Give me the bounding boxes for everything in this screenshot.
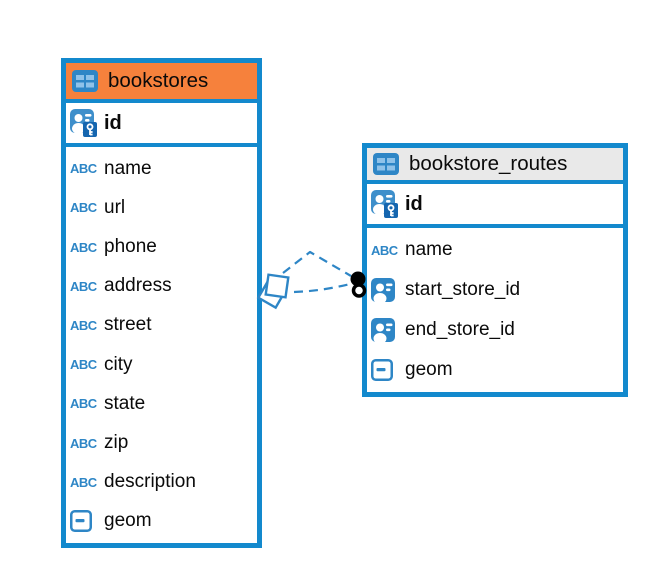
geometry-icon [371, 359, 399, 381]
text-type-icon: ABC [70, 396, 97, 412]
table-title: bookstores [108, 69, 209, 92]
field-row-geom[interactable]: geom [66, 502, 257, 541]
field-name-label: url [104, 196, 126, 218]
field-row-name[interactable]: ABC name [367, 230, 623, 270]
field-name-label: zip [104, 432, 129, 454]
primary-key-label: id [405, 192, 423, 215]
field-name-label: start_store_id [405, 279, 521, 300]
primary-key-icon [371, 190, 399, 218]
field-name-label: street [104, 314, 152, 336]
text-type-icon: ABC [70, 278, 97, 294]
text-type-icon: ABC [70, 239, 97, 255]
table-bookstore-routes[interactable]: bookstore_routes id ABC name start_store_i… [362, 143, 628, 397]
field-row-description[interactable]: ABC description [66, 463, 257, 502]
field-name-label: phone [104, 236, 157, 257]
geometry-icon [70, 510, 98, 533]
field-name-label: geom [405, 359, 453, 380]
field-row-geom[interactable]: geom [367, 350, 623, 390]
target-marker-dots-icon[interactable] [350, 271, 367, 298]
field-row-phone[interactable]: ABC phone [66, 227, 257, 266]
reference-icon [371, 278, 399, 302]
primary-key-row[interactable]: id [367, 184, 623, 228]
ring-dot-icon[interactable] [351, 283, 367, 298]
text-type-icon: ABC [70, 357, 97, 373]
field-name-label: description [104, 471, 196, 493]
table-title: bookstore_routes [409, 152, 568, 175]
field-name-label: geom [104, 510, 152, 532]
table-icon [72, 70, 100, 92]
field-row-name[interactable]: ABC name [66, 149, 257, 188]
table-header[interactable]: bookstores [66, 63, 257, 103]
source-marker-stacked-squares-icon[interactable] [256, 273, 290, 310]
relationship-line-1[interactable] [282, 250, 352, 277]
field-row-state[interactable]: ABC state [66, 384, 257, 423]
field-row-address[interactable]: ABC address [66, 267, 257, 306]
text-type-icon: ABC [70, 474, 97, 490]
relationship-line-2[interactable] [293, 282, 351, 294]
field-name-label: state [104, 392, 146, 414]
field-name-label: end_store_id [405, 319, 515, 340]
table-header[interactable]: bookstore_routes [367, 148, 623, 184]
text-type-icon: ABC [70, 317, 97, 333]
reference-icon [371, 318, 399, 342]
field-name-label: name [405, 239, 453, 260]
primary-key-row[interactable]: id [66, 103, 257, 147]
table-icon [373, 153, 401, 175]
filled-dot-icon[interactable] [350, 271, 366, 287]
primary-key-label: id [104, 111, 122, 134]
text-type-icon: ABC [70, 161, 97, 177]
field-name-label: city [104, 353, 133, 375]
field-row-zip[interactable]: ABC zip [66, 423, 257, 462]
text-type-icon: ABC [70, 435, 97, 451]
text-type-icon: ABC [371, 242, 398, 258]
field-row-street[interactable]: ABC street [66, 306, 257, 345]
field-row-city[interactable]: ABC city [66, 345, 257, 384]
primary-key-icon [70, 109, 98, 137]
field-row-end_store_id[interactable]: end_store_id [367, 310, 623, 350]
text-type-icon: ABC [70, 200, 97, 216]
field-name-label: name [104, 157, 152, 179]
field-row-url[interactable]: ABC url [66, 188, 257, 227]
field-row-start_store_id[interactable]: start_store_id [367, 270, 623, 310]
field-name-label: address [104, 275, 172, 297]
